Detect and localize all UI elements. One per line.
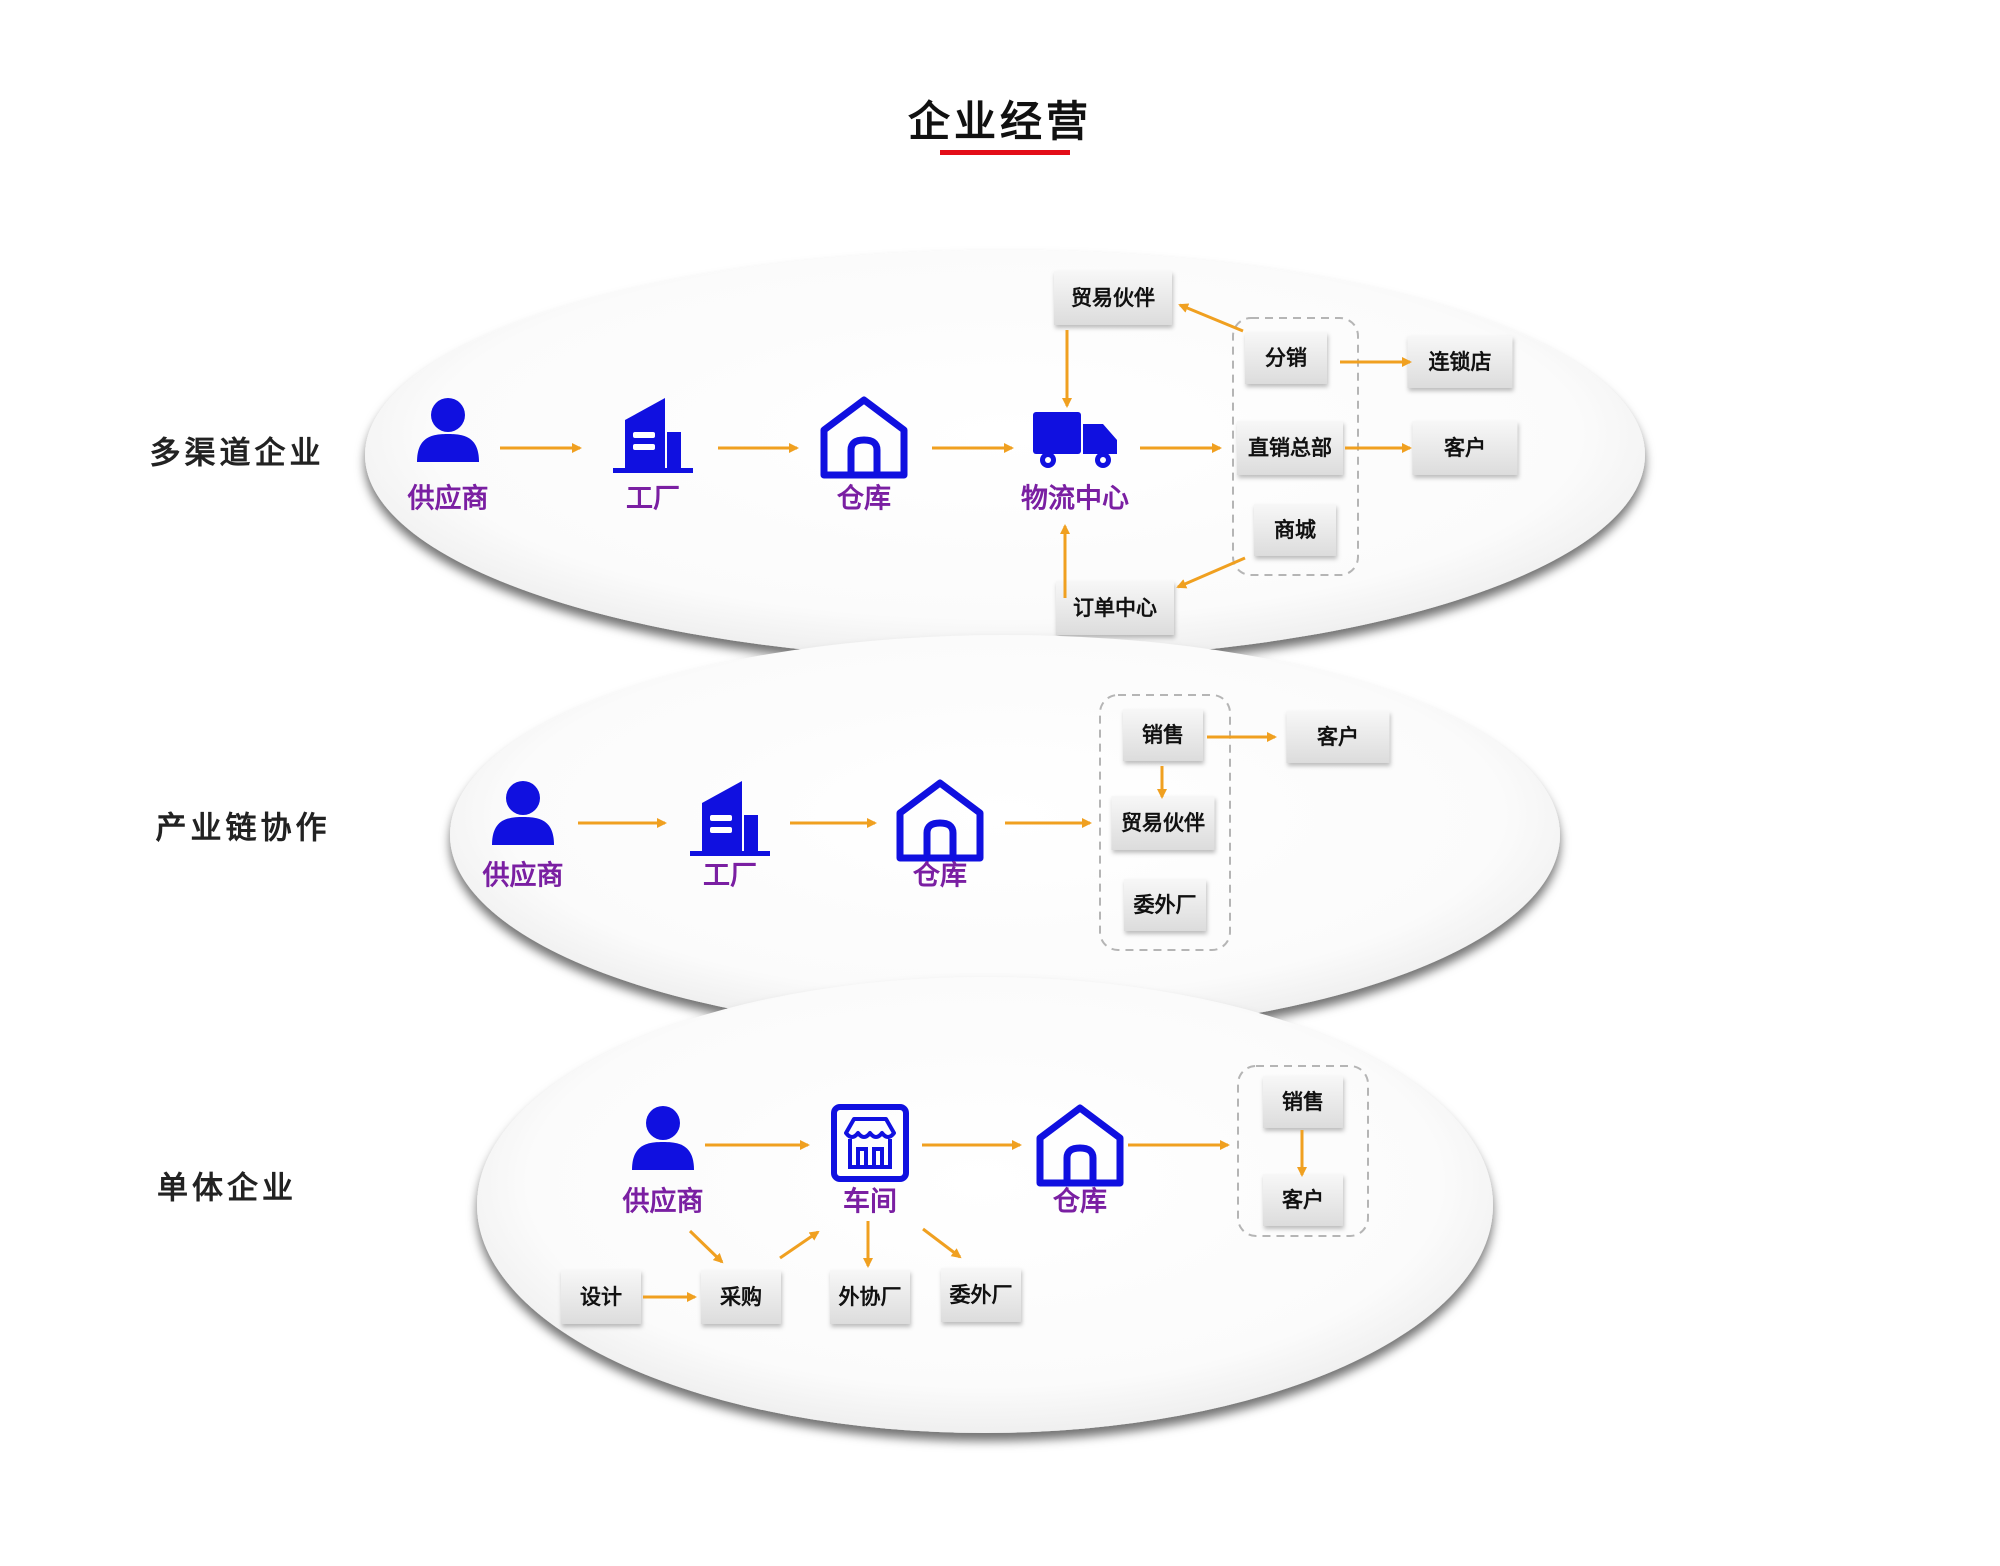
row-3-warehouse-label: 仓库: [1052, 1187, 1107, 1218]
row-1-box-customer-label: 客户: [1444, 436, 1486, 460]
row-1-box-chain-store-label: 连锁店: [1429, 350, 1492, 374]
row-2-box-outsource-label: 委外厂: [1133, 893, 1197, 917]
page-title: 企业经营: [907, 97, 1092, 146]
row-2-factory-label: 工厂: [703, 861, 757, 892]
row-2-box-customer-label: 客户: [1317, 725, 1359, 749]
row-1-box-distribution-label: 分销: [1265, 346, 1307, 370]
row-3-box-sales-label: 销售: [1282, 1090, 1324, 1114]
row-3-box-purchase: 采购: [701, 1270, 781, 1324]
row-3-box-design: 设计: [561, 1270, 641, 1324]
row-2-box-trade-partner-label: 贸易伙伴: [1121, 811, 1205, 835]
row-1-box-trade-partner: 贸易伙伴: [1054, 271, 1172, 325]
row-2-supplier-label: 供应商: [482, 860, 564, 892]
row-1-box-direct-hq-label: 直销总部: [1248, 436, 1332, 460]
row-3-box-partner-factory: 外协厂: [830, 1270, 910, 1324]
row-3-arrow-supplier-purchase: [688, 1229, 724, 1264]
row-3-box-design-label: 设计: [580, 1285, 622, 1309]
row-1-box-distribution: 分销: [1245, 332, 1327, 384]
row-3-label: 单体企业: [157, 1171, 297, 1207]
row-3-box-outsource: 委外厂: [941, 1268, 1021, 1322]
row-1-box-order-center-label: 订单中心: [1073, 596, 1157, 620]
row-1-supplier-label: 供应商: [407, 483, 489, 515]
row-3-arrow-workshop-outsource: [922, 1227, 962, 1259]
row-2-output-group: [1099, 694, 1231, 951]
row-2-box-sales: 销售: [1123, 709, 1203, 761]
row-1-box-order-center: 订单中心: [1056, 581, 1174, 635]
row-3-box-purchase-label: 采购: [720, 1285, 762, 1309]
title-underline: [940, 150, 1070, 155]
row-2-box-customer: 客户: [1286, 711, 1390, 763]
row-3-box-customer: 客户: [1263, 1174, 1343, 1226]
row-3-supplier-label: 供应商: [622, 1186, 704, 1218]
row-1-box-customer: 客户: [1412, 421, 1518, 475]
row-3-box-outsource-label: 委外厂: [949, 1283, 1013, 1307]
row-1-box-chain-store: 连锁店: [1407, 336, 1513, 388]
row-1-factory-label: 工厂: [626, 484, 680, 515]
row-2-warehouse-label: 仓库: [912, 861, 967, 892]
row-1-warehouse-label: 仓库: [836, 484, 891, 515]
row-2-box-outsource: 委外厂: [1124, 879, 1206, 931]
row-2-box-sales-label: 销售: [1142, 723, 1184, 747]
row-3-workshop-label: 车间: [843, 1186, 897, 1218]
row-1-label: 多渠道企业: [150, 436, 325, 472]
row-2-label: 产业链协作: [156, 811, 331, 847]
row-1-box-mall-label: 商城: [1274, 518, 1316, 542]
row-3-arrow-purchase-workshop: [779, 1230, 820, 1260]
row-3-box-partner-factory-label: 外协厂: [839, 1285, 902, 1309]
row-1-box-mall: 商城: [1254, 504, 1336, 556]
row-1-box-direct-hq: 直销总部: [1237, 421, 1343, 475]
row-1-arrow-dist-trade: [1178, 303, 1244, 333]
row-3-box-customer-label: 客户: [1282, 1188, 1324, 1212]
row-3-box-sales: 销售: [1263, 1076, 1343, 1128]
row-2-box-trade-partner: 贸易伙伴: [1111, 796, 1215, 850]
row-2-ellipse: [450, 635, 1560, 1035]
row-1-arrow-mall-order: [1176, 556, 1246, 589]
row-3-sales-group: [1237, 1065, 1369, 1237]
row-1-logistics-label: 物流中心: [1021, 484, 1129, 515]
row-1-box-trade-partner-label: 贸易伙伴: [1071, 286, 1155, 310]
